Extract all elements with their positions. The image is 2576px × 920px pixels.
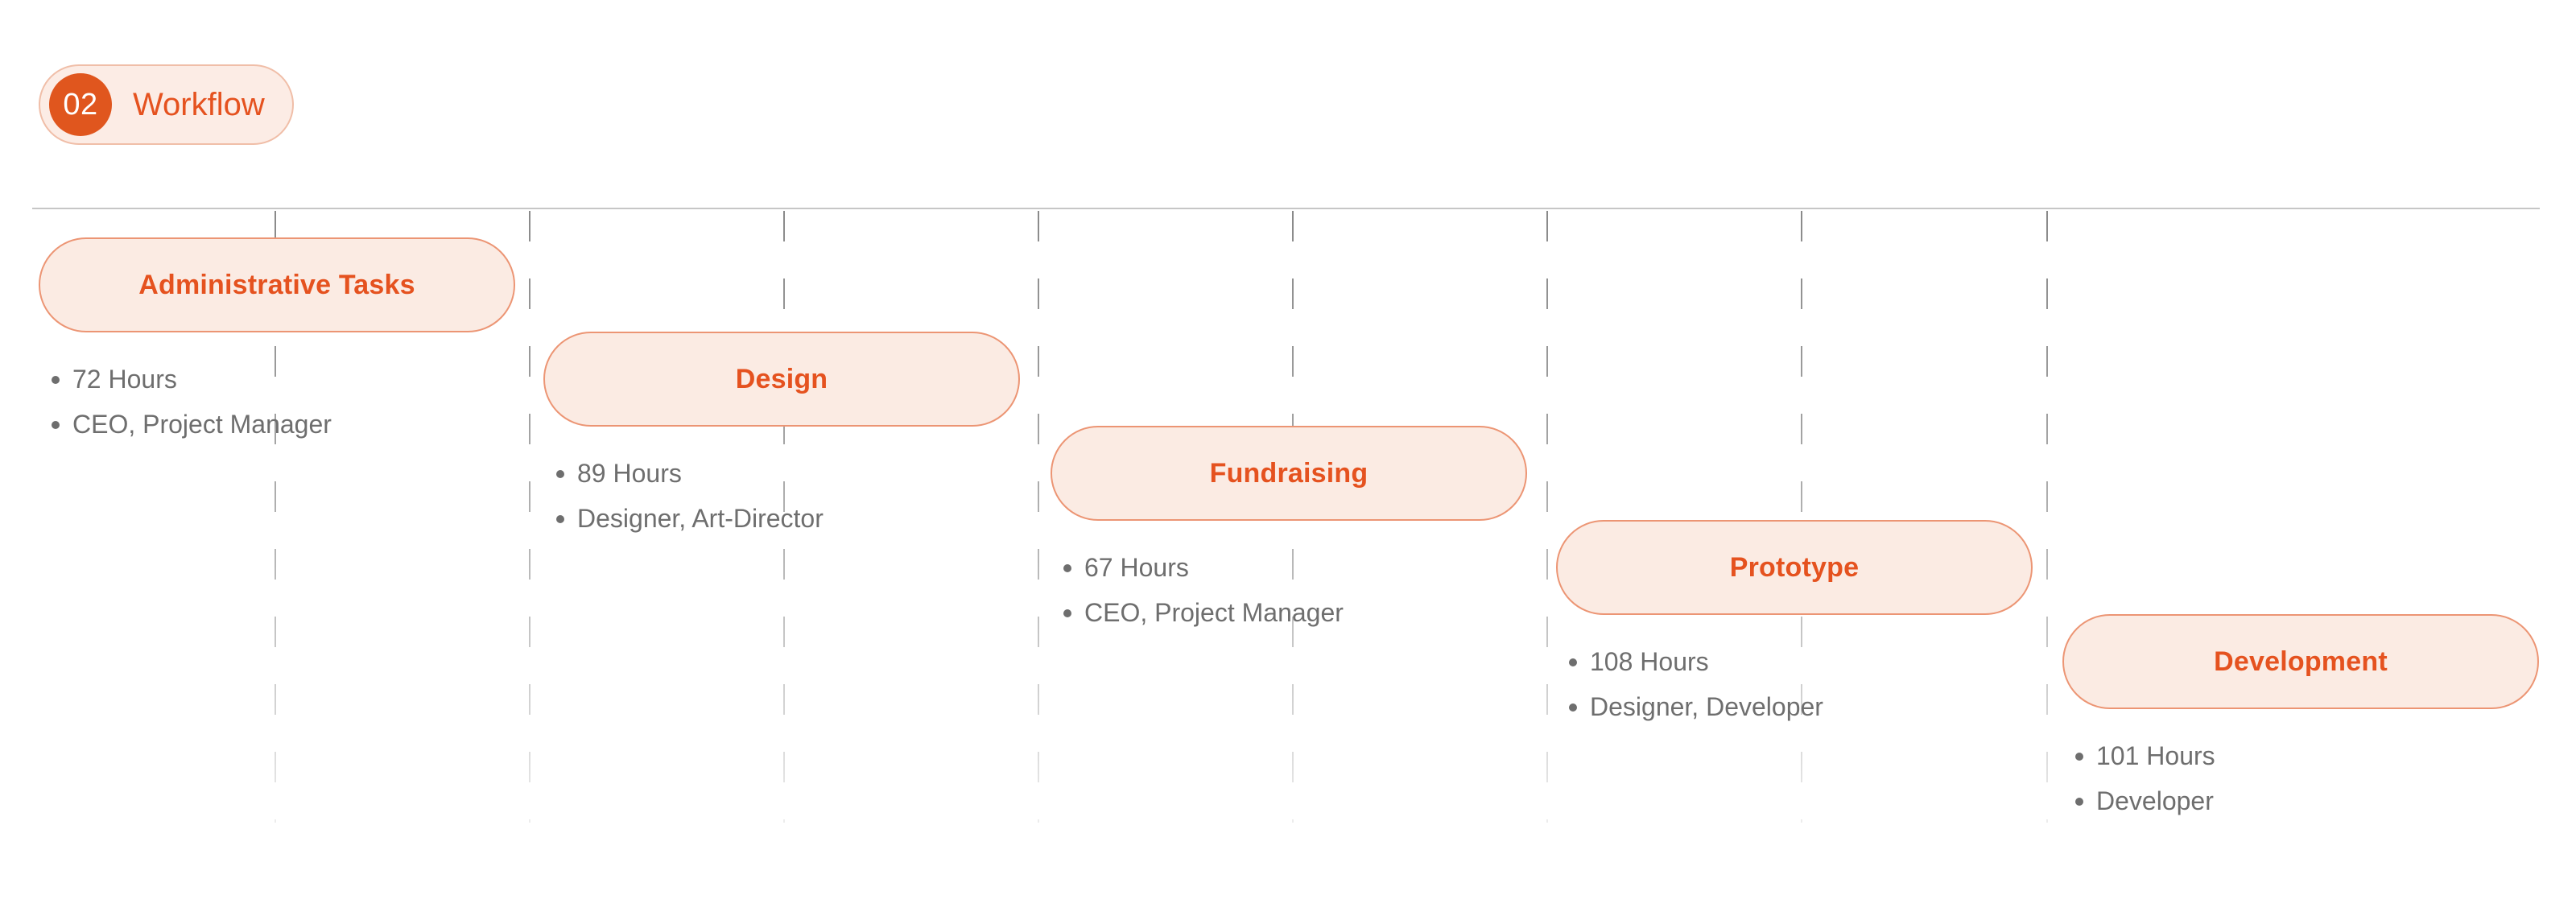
task-details: 72 Hours CEO, Project Manager — [39, 357, 515, 447]
task-details: 108 Hours Designer, Developer — [1556, 639, 2033, 729]
task-title: Design — [735, 363, 828, 394]
task-pill[interactable]: Administrative Tasks — [39, 237, 515, 332]
task-block: Fundraising 67 Hours CEO, Project Manage… — [1051, 426, 1527, 635]
task-details: 101 Hours Developer — [2062, 733, 2539, 823]
task-hours: 101 Hours — [2062, 733, 2539, 778]
task-roles: Designer, Art-Director — [543, 496, 1020, 541]
task-hours: 89 Hours — [543, 451, 1020, 496]
task-pill[interactable]: Development — [2062, 614, 2539, 709]
task-pill[interactable]: Fundraising — [1051, 426, 1527, 521]
timeline-gridline — [529, 211, 530, 823]
task-hours: 108 Hours — [1556, 639, 2033, 684]
section-badge: 02 Workflow — [39, 64, 294, 145]
timeline-axis-rule — [32, 208, 2540, 209]
task-roles: CEO, Project Manager — [1051, 590, 1527, 635]
task-pill[interactable]: Design — [543, 332, 1020, 427]
task-pill[interactable]: Prototype — [1556, 520, 2033, 615]
task-block: Prototype 108 Hours Designer, Developer — [1556, 520, 2033, 729]
task-roles: Developer — [2062, 778, 2539, 823]
timeline-gridline — [2046, 211, 2048, 823]
task-hours: 72 Hours — [39, 357, 515, 402]
task-hours: 67 Hours — [1051, 545, 1527, 590]
task-block: Design 89 Hours Designer, Art-Director — [543, 332, 1020, 541]
timeline-gridline — [1801, 211, 1802, 823]
timeline-gridline — [1546, 211, 1548, 823]
task-title: Development — [2214, 646, 2388, 677]
task-roles: CEO, Project Manager — [39, 402, 515, 447]
timeline-gridline — [1038, 211, 1039, 823]
task-details: 67 Hours CEO, Project Manager — [1051, 545, 1527, 635]
section-number-circle: 02 — [49, 73, 112, 136]
task-block: Administrative Tasks 72 Hours CEO, Proje… — [39, 237, 515, 447]
task-title: Administrative Tasks — [138, 269, 415, 300]
task-block: Development 101 Hours Developer — [2062, 614, 2539, 823]
task-roles: Designer, Developer — [1556, 684, 2033, 729]
section-title: Workflow — [133, 86, 265, 122]
task-title: Fundraising — [1209, 457, 1368, 489]
task-details: 89 Hours Designer, Art-Director — [543, 451, 1020, 541]
task-title: Prototype — [1729, 551, 1860, 583]
